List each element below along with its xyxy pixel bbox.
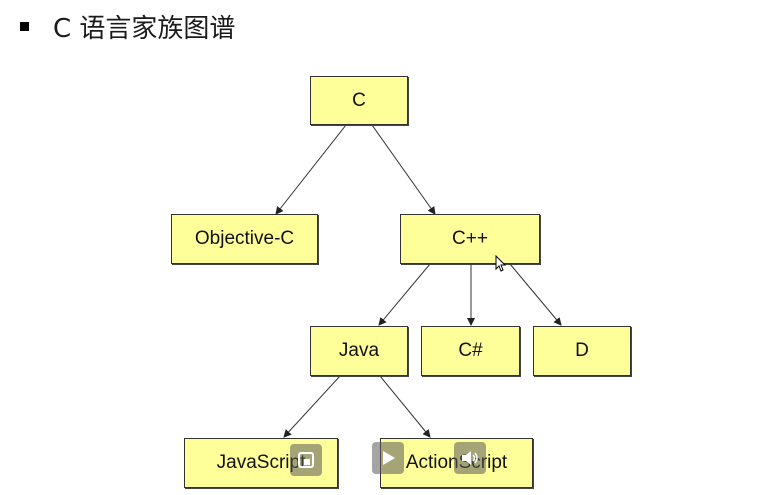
node-d: D: [533, 326, 631, 376]
stop-button[interactable]: [290, 444, 322, 476]
play-icon: [383, 451, 395, 465]
node-d-label: D: [575, 340, 589, 361]
volume-button[interactable]: [454, 442, 486, 474]
node-java: Java: [310, 326, 408, 376]
node-c-label: C: [352, 89, 366, 111]
slide-title: C 语言家族图谱: [18, 8, 235, 44]
node-csharp: C#: [421, 326, 520, 376]
mouse-cursor-icon: [495, 255, 507, 272]
node-cpp: C++: [400, 214, 540, 264]
node-csharp-label: C#: [458, 340, 483, 361]
volume-icon: [462, 451, 478, 465]
edge-java-actionscript: [379, 375, 431, 438]
play-button[interactable]: [372, 442, 404, 474]
node-c: C: [310, 76, 408, 125]
node-objective-c: Objective-C: [171, 214, 318, 264]
slide-title-text: C 语言家族图谱: [53, 13, 236, 44]
edge-java-javascript: [283, 375, 341, 438]
node-cpp-label: C++: [452, 228, 488, 249]
edge-cpp-d: [509, 263, 562, 326]
edge-cpp-java: [378, 263, 431, 326]
node-objective-c-label: Objective-C: [194, 228, 295, 249]
node-java-label: Java: [338, 340, 380, 361]
node-javascript-label: JavaScript: [216, 452, 306, 473]
edge-c-objc: [275, 124, 347, 215]
bullet-icon: [20, 21, 29, 31]
stop-icon: [298, 452, 314, 468]
edge-c-cpp: [371, 124, 436, 215]
